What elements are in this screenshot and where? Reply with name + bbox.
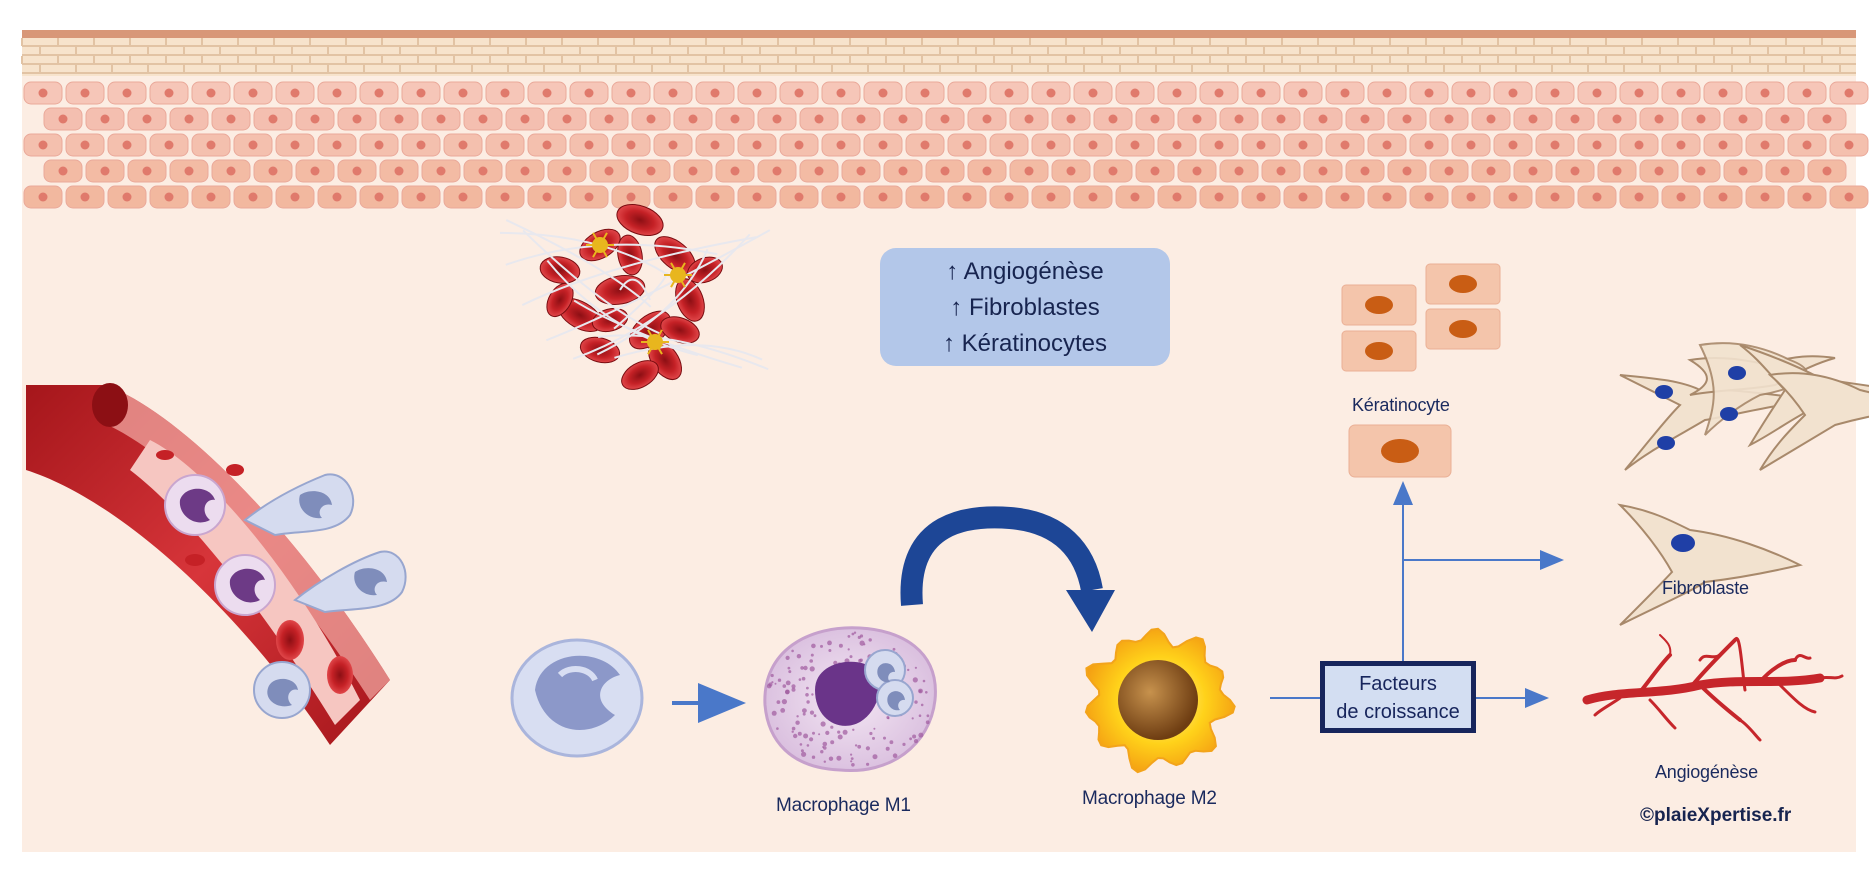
macrophage-m1-icon [765, 628, 936, 771]
copyright-text: ©plaieXpertise.fr [1640, 805, 1791, 827]
macrophage-m1-label: Macrophage M1 [776, 795, 911, 817]
effect-angiogenesis: ↑ Angiogénèse [880, 254, 1170, 290]
effects-box: ↑ Angiogénèse ↑ Fibroblastes ↑ Kératinoc… [880, 248, 1170, 366]
effect-keratinocytes: ↑ Kératinocytes [880, 326, 1170, 362]
monocyte-icon [512, 640, 642, 756]
macrophage-m2-label: Macrophage M2 [1082, 788, 1217, 810]
growth-factors-line1: Facteurs [1325, 670, 1471, 698]
effect-fibroblasts: ↑ Fibroblastes [880, 290, 1170, 326]
skin-surface-layer [22, 30, 1856, 76]
fibroblast-label: Fibroblaste [1662, 578, 1749, 599]
growth-factors-line2: de croissance [1325, 698, 1471, 726]
keratinocyte-cell-icon [1349, 425, 1451, 477]
angiogenesis-label: Angiogénèse [1655, 762, 1758, 783]
growth-factors-box: Facteurs de croissance [1320, 661, 1476, 733]
keratinocyte-label: Kératinocyte [1352, 395, 1450, 416]
